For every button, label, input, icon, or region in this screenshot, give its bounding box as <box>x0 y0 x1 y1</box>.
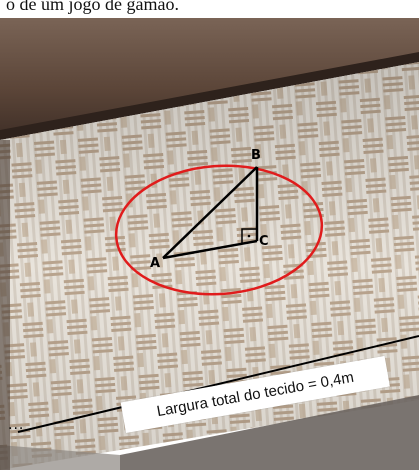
side-ac <box>162 239 258 260</box>
width-measure-line <box>17 335 419 433</box>
vertex-label-c: C <box>259 234 269 249</box>
right-angle-mark <box>241 228 257 243</box>
measure-line-dots: ... <box>8 417 25 433</box>
top-text: o de um jogo de gamão. <box>6 0 179 14</box>
highlight-circle <box>114 164 324 296</box>
side-ab <box>162 166 258 259</box>
wooden-beam <box>0 18 419 138</box>
vertex-label-b: B <box>251 148 261 163</box>
vertex-label-a: A <box>150 256 161 271</box>
top-text-strip: o de um jogo de gamão. <box>0 0 419 18</box>
